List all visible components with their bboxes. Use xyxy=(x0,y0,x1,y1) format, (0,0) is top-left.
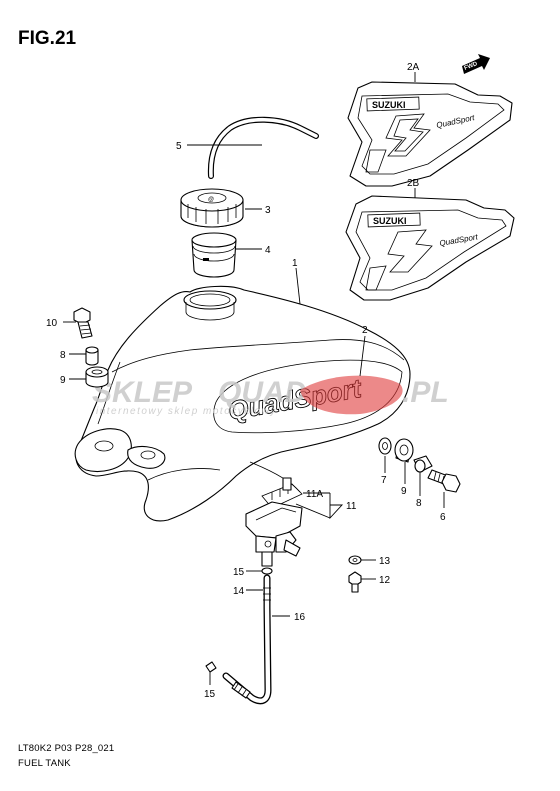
watermark-brand-main: SKLEP xyxy=(92,376,193,409)
callout-6: 6 xyxy=(440,512,446,523)
fuel-hose xyxy=(222,574,272,705)
callout-15-lower: 15 xyxy=(204,689,216,700)
callout-14: 14 xyxy=(233,586,245,597)
fuel-tank: QuadSport xyxy=(74,285,411,522)
fuel-cap: @ xyxy=(180,188,244,228)
watermark-brand-end: .PL xyxy=(402,376,449,409)
callout-10: 10 xyxy=(46,318,58,329)
watermark-tagline: internetowy sklep motocyklowy xyxy=(96,406,277,417)
callout-2: 2 xyxy=(362,325,368,336)
forward-arrow-icon: FWD xyxy=(462,54,490,74)
callout-8-left: 8 xyxy=(60,350,66,361)
fwd-label: FWD xyxy=(464,61,480,72)
filler-neck-strainer xyxy=(191,232,237,278)
watermark-brand-mid: QUAD xyxy=(218,376,306,409)
figure-title: FIG.21 xyxy=(18,28,77,49)
washer-7 xyxy=(378,437,392,455)
collar-8-left xyxy=(85,346,99,366)
bolt-10 xyxy=(73,307,93,339)
callout-12: 12 xyxy=(379,575,391,586)
decal-2a: SUZUKI QuadSport xyxy=(347,81,513,187)
figure-name: FUEL TANK xyxy=(18,758,71,769)
callout-15-upper: 15 xyxy=(233,567,245,578)
callout-13: 13 xyxy=(379,556,391,567)
grommet-9-right xyxy=(394,438,414,463)
decal-2a-brand: SUZUKI xyxy=(372,100,406,110)
fuel-cock-assembly xyxy=(245,477,303,567)
bolt-6 xyxy=(427,469,461,493)
callout-5: 5 xyxy=(176,141,182,152)
callout-4: 4 xyxy=(265,245,271,256)
callout-9-left: 9 xyxy=(60,375,66,386)
clip-15-lower xyxy=(205,661,217,673)
breather-hose xyxy=(207,116,319,179)
model-code: LT80K2 P03 P28_021 xyxy=(18,743,115,754)
collar-8-right xyxy=(413,455,433,473)
callout-7: 7 xyxy=(381,475,387,486)
clip-15-upper xyxy=(261,567,273,575)
decal-2b: SUZUKI QuadSport xyxy=(345,195,515,301)
washer-13 xyxy=(348,555,362,565)
callout-2a: 2A xyxy=(407,62,420,73)
leader-lines xyxy=(63,72,445,685)
callout-8-right: 8 xyxy=(416,498,422,509)
callout-1: 1 xyxy=(292,258,298,269)
callout-11: 11 xyxy=(346,501,357,512)
decal-2b-brand: SUZUKI xyxy=(373,216,407,226)
screw-12 xyxy=(348,571,362,593)
callout-9-right: 9 xyxy=(401,486,407,497)
grommet-9-left xyxy=(85,366,109,388)
cap-mark: @ xyxy=(208,197,214,203)
watermark: SKLEP QUAD .PL internetowy sklep motocyk… xyxy=(92,375,449,417)
callout-11a: 11A xyxy=(306,489,323,500)
callout-numbers: 5 3 4 1 2 2A 2B 10 8 9 7 9 8 6 11A 11 13… xyxy=(46,62,446,700)
callout-3: 3 xyxy=(265,205,271,216)
callout-2b: 2B xyxy=(407,178,420,189)
callout-16: 16 xyxy=(294,612,306,623)
